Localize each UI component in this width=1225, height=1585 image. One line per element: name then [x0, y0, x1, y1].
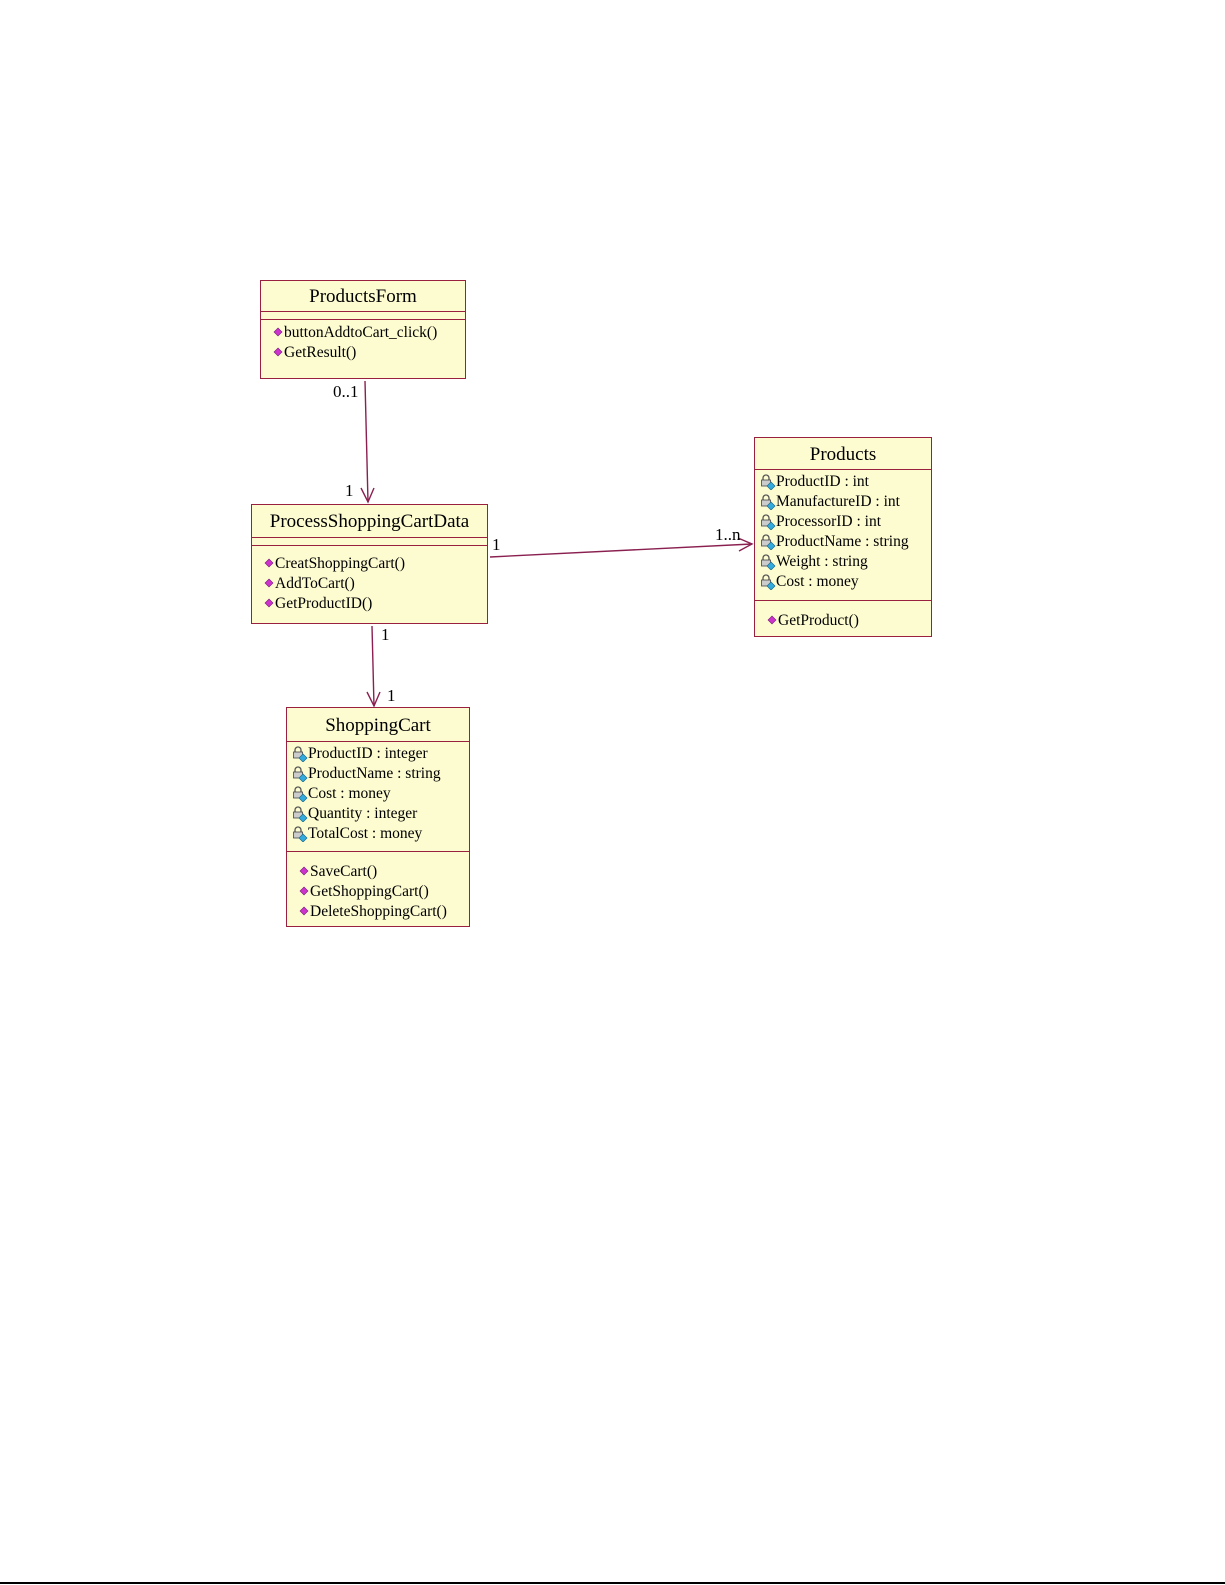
- attribute-label: TotalCost : money: [308, 825, 423, 842]
- attribute-label: Cost : money: [776, 573, 859, 590]
- multiplicity-label: 1: [387, 686, 396, 705]
- method-label: GetShoppingCart(): [310, 883, 429, 900]
- attribute-label: Quantity : integer: [308, 805, 418, 822]
- class-products-form[interactable]: ProductsForm buttonAddtoCart_click() GetR…: [260, 280, 466, 379]
- attribute-item: ProcessorID : int: [760, 512, 931, 532]
- class-name: ShoppingCart: [287, 708, 469, 742]
- multiplicity-label: 1..n: [715, 525, 741, 544]
- attribute-item: TotalCost : money: [292, 824, 469, 844]
- assoc-process-cart: [371, 625, 375, 707]
- private-attribute-icon: [760, 514, 776, 531]
- attribute-item: ProductID : int: [760, 472, 931, 492]
- method-item: GetShoppingCart(): [299, 882, 469, 902]
- public-operation-icon: [264, 597, 274, 611]
- methods-section: GetProduct(): [755, 601, 931, 635]
- class-name: ProductsForm: [261, 281, 465, 312]
- method-label: buttonAddtoCart_click(): [284, 324, 438, 341]
- assoc-form-process: [364, 380, 369, 503]
- private-attribute-icon: [760, 574, 776, 591]
- attributes-section: [261, 312, 465, 320]
- private-attribute-icon: [760, 534, 776, 551]
- arrowhead: [366, 691, 381, 708]
- public-operation-icon: [264, 557, 274, 571]
- page-edge-line: [0, 1582, 1225, 1584]
- attribute-label: ProductName : string: [308, 765, 441, 782]
- attribute-label: Weight : string: [776, 553, 868, 570]
- public-operation-icon: [299, 865, 309, 879]
- public-operation-icon: [767, 614, 777, 628]
- class-name: ProcessShoppingCartData: [252, 505, 487, 538]
- private-attribute-icon: [292, 746, 308, 763]
- private-attribute-icon: [760, 554, 776, 571]
- method-label: GetResult(): [284, 344, 357, 361]
- method-item: SaveCart(): [299, 862, 469, 882]
- public-operation-icon: [299, 885, 309, 899]
- multiplicity-label: 1: [381, 625, 390, 644]
- methods-section: buttonAddtoCart_click() GetResult(): [261, 320, 465, 367]
- attribute-item: ManufactureID : int: [760, 492, 931, 512]
- private-attribute-icon: [292, 786, 308, 803]
- public-operation-icon: [273, 346, 283, 360]
- attribute-item: Quantity : integer: [292, 804, 469, 824]
- public-operation-icon: [299, 905, 309, 919]
- attribute-item: ProductID : integer: [292, 744, 469, 764]
- public-operation-icon: [264, 577, 274, 591]
- private-attribute-icon: [292, 806, 308, 823]
- attribute-item: Cost : money: [760, 572, 931, 592]
- attribute-label: ProductID : int: [776, 473, 869, 490]
- method-label: DeleteShoppingCart(): [310, 903, 447, 920]
- assoc-process-products: [489, 543, 753, 558]
- private-attribute-icon: [292, 826, 308, 843]
- method-item: DeleteShoppingCart(): [299, 902, 469, 922]
- attribute-item: ProductName : string: [292, 764, 469, 784]
- method-item: AddToCart(): [264, 574, 487, 594]
- attribute-item: ProductName : string: [760, 532, 931, 552]
- attribute-item: Cost : money: [292, 784, 469, 804]
- class-name: Products: [755, 438, 931, 470]
- method-label: AddToCart(): [275, 575, 355, 592]
- private-attribute-icon: [292, 766, 308, 783]
- method-label: GetProduct(): [778, 612, 859, 629]
- method-item: GetResult(): [273, 343, 465, 363]
- private-attribute-icon: [760, 494, 776, 511]
- multiplicity-label: 1: [492, 535, 501, 554]
- attribute-label: ManufactureID : int: [776, 493, 900, 510]
- multiplicity-label: 1: [345, 481, 354, 500]
- attribute-label: ProcessorID : int: [776, 513, 882, 530]
- attribute-item: Weight : string: [760, 552, 931, 572]
- method-label: GetProductID(): [275, 595, 373, 612]
- method-label: SaveCart(): [310, 863, 378, 880]
- method-item: CreatShoppingCart(): [264, 554, 487, 574]
- methods-section: SaveCart() GetShoppingCart() DeleteShoppin…: [287, 852, 469, 926]
- attribute-label: ProductID : integer: [308, 745, 428, 762]
- public-operation-icon: [273, 326, 283, 340]
- arrowhead: [737, 537, 754, 552]
- arrowhead: [360, 487, 375, 504]
- class-process-shopping-cart-data[interactable]: ProcessShoppingCartData CreatShoppingCar…: [251, 504, 488, 624]
- method-item: GetProductID(): [264, 594, 487, 614]
- attribute-label: ProductName : string: [776, 533, 909, 550]
- attribute-label: Cost : money: [308, 785, 391, 802]
- private-attribute-icon: [760, 474, 776, 491]
- methods-section: CreatShoppingCart() AddToCart() GetProduct…: [252, 546, 487, 618]
- method-label: CreatShoppingCart(): [275, 555, 406, 572]
- attributes-section: [252, 538, 487, 546]
- method-item: buttonAddtoCart_click(): [273, 323, 465, 343]
- multiplicity-label: 0..1: [333, 382, 359, 401]
- method-item: GetProduct(): [767, 611, 931, 631]
